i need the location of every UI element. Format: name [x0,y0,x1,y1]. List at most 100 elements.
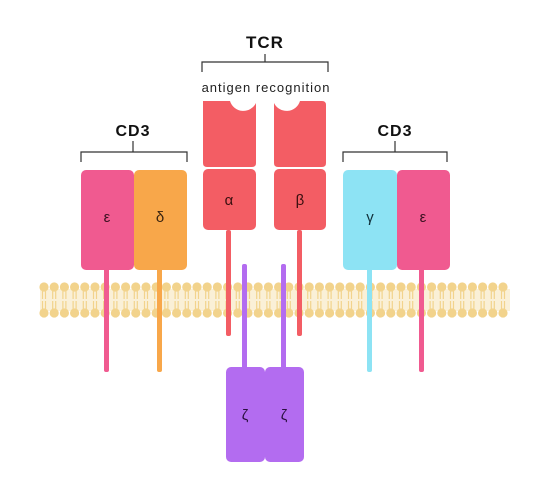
delta-tail [157,268,162,372]
lipid-head [59,308,69,318]
lipid-head [314,282,324,292]
lipid-head [325,308,335,318]
lipid-head [39,282,49,292]
cd3-right-title: CD3 [377,123,412,140]
lipid-head [110,282,120,292]
tcr-beta-label: β [296,192,305,209]
lipid-tail [388,291,393,299]
tcr-beta-constant-domain [274,169,326,230]
lipid-tail [286,291,291,299]
lipid-tail [358,301,363,309]
lipid-tail [72,291,77,299]
lipid-head [263,308,273,318]
lipid-head [467,282,477,292]
lipid-head [345,308,355,318]
lipid-tail [276,301,281,309]
lipid-tail [460,291,465,299]
cd3-left-bracket [80,151,188,162]
lipid-head [406,308,416,318]
tcr-bracket [201,61,329,72]
lipid-head [90,308,100,318]
lipid-tail [133,301,138,309]
lipid-tail [123,291,128,299]
lipid-tail [317,301,322,309]
membrane-core [40,289,510,311]
lipid-tail [92,291,98,299]
lipid-head [121,282,131,292]
lipid-tail [174,291,179,299]
lipid-tail [215,291,220,299]
zeta-chain-right [265,367,304,462]
cd3-right-bracket [342,151,448,162]
lipid-tail [480,291,485,299]
lipid-tail [82,301,87,309]
lipid-head [131,308,141,318]
lipid-tail [500,301,506,309]
lipid-head [172,308,182,318]
lipid-tail [337,301,342,309]
lipid-tail [490,301,495,309]
lipid-head [406,282,416,292]
lipid-head [59,282,69,292]
zeta-right-label: ζ [281,407,288,424]
lipid-head [70,282,80,292]
lipid-tail [256,301,261,309]
lipid-head [172,282,182,292]
lipid-head [39,308,49,318]
tcr-alpha-variable-domain [203,101,256,167]
lipid-head [355,282,365,292]
lipid-tail [62,301,67,309]
lipid-tail [143,291,149,299]
lipid-tail [470,301,475,309]
cd3-epsilon-left-label: ε [104,209,111,226]
lipid-tail [113,291,118,299]
lipid-tail [470,291,475,299]
cell-membrane [39,282,510,318]
tcr-subtitle: antigen recognition [202,80,331,95]
lipid-tail [449,301,455,309]
lipid-head [131,282,141,292]
lipid-tail [164,301,169,309]
lipid-tail [378,301,383,309]
lipid-tail [307,301,312,309]
lipid-tail [490,291,495,299]
lipid-head [274,308,284,318]
lipid-head [49,308,59,318]
lipid-head [141,308,151,318]
lipid-tail [347,301,353,309]
lipid-tail [256,291,261,299]
transmembrane-tails [104,230,424,372]
lipid-tail [92,301,98,309]
cd3-epsilon-right [397,170,450,270]
lipid-tail [398,291,404,299]
lipid-head [253,282,263,292]
lipid-head [304,308,314,318]
lipid-tail [307,291,312,299]
lipid-head [427,282,437,292]
lipid-tail [41,291,47,299]
cd3-left-title: CD3 [115,123,150,140]
lipid-tail [82,291,87,299]
lipid-tail [123,301,128,309]
lipid-head [70,308,80,318]
lipid-head [396,308,406,318]
lipid-head [457,308,467,318]
gamma-tail [367,268,372,372]
lipid-head [335,308,345,318]
lipid-head [478,308,488,318]
lipid-tail [52,291,57,299]
lipid-tail [133,291,138,299]
lipid-head [314,308,324,318]
tcr-beta-variable-domain [274,101,326,167]
lipid-head [233,308,243,318]
lipid-tail [500,291,506,299]
lipid-head [437,282,447,292]
epsilon-left-tail [104,268,109,372]
lipid-head [437,308,447,318]
tcr-title: TCR [246,33,284,52]
tcr-alpha-constant-domain [203,169,256,230]
lipid-head [396,282,406,292]
lipid-tail [409,301,414,309]
lipid-head [447,308,457,318]
